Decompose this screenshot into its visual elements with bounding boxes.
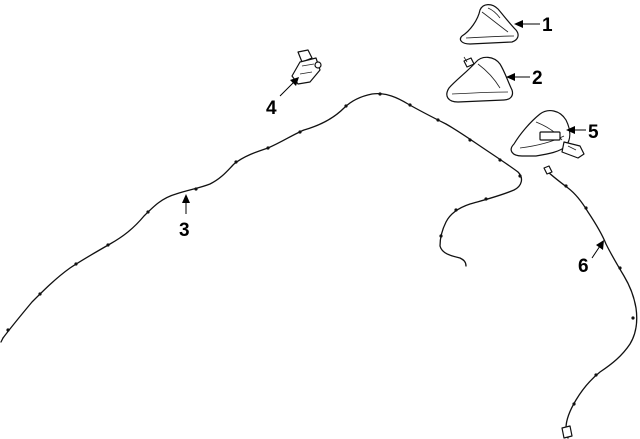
callout-3: 3: [179, 220, 190, 241]
part-3-antenna-cable: [0, 92, 523, 343]
part-4-connector: [291, 49, 322, 85]
leader-1: [514, 20, 540, 28]
leader-5: [566, 126, 586, 134]
part-1-antenna-cover: [459, 4, 519, 45]
callout-4: 4: [266, 98, 277, 119]
callout-5: 5: [588, 122, 599, 143]
part-6-antenna-cable: [543, 165, 638, 439]
callout-2: 2: [532, 68, 543, 89]
part-2-antenna-assembly: [446, 56, 514, 103]
part-5-antenna-base: [510, 110, 585, 159]
leader-2: [506, 73, 530, 81]
leader-4: [279, 77, 299, 97]
callout-1: 1: [542, 15, 553, 36]
leader-6: [591, 240, 604, 259]
callout-6: 6: [578, 256, 589, 277]
leader-3: [182, 194, 190, 214]
